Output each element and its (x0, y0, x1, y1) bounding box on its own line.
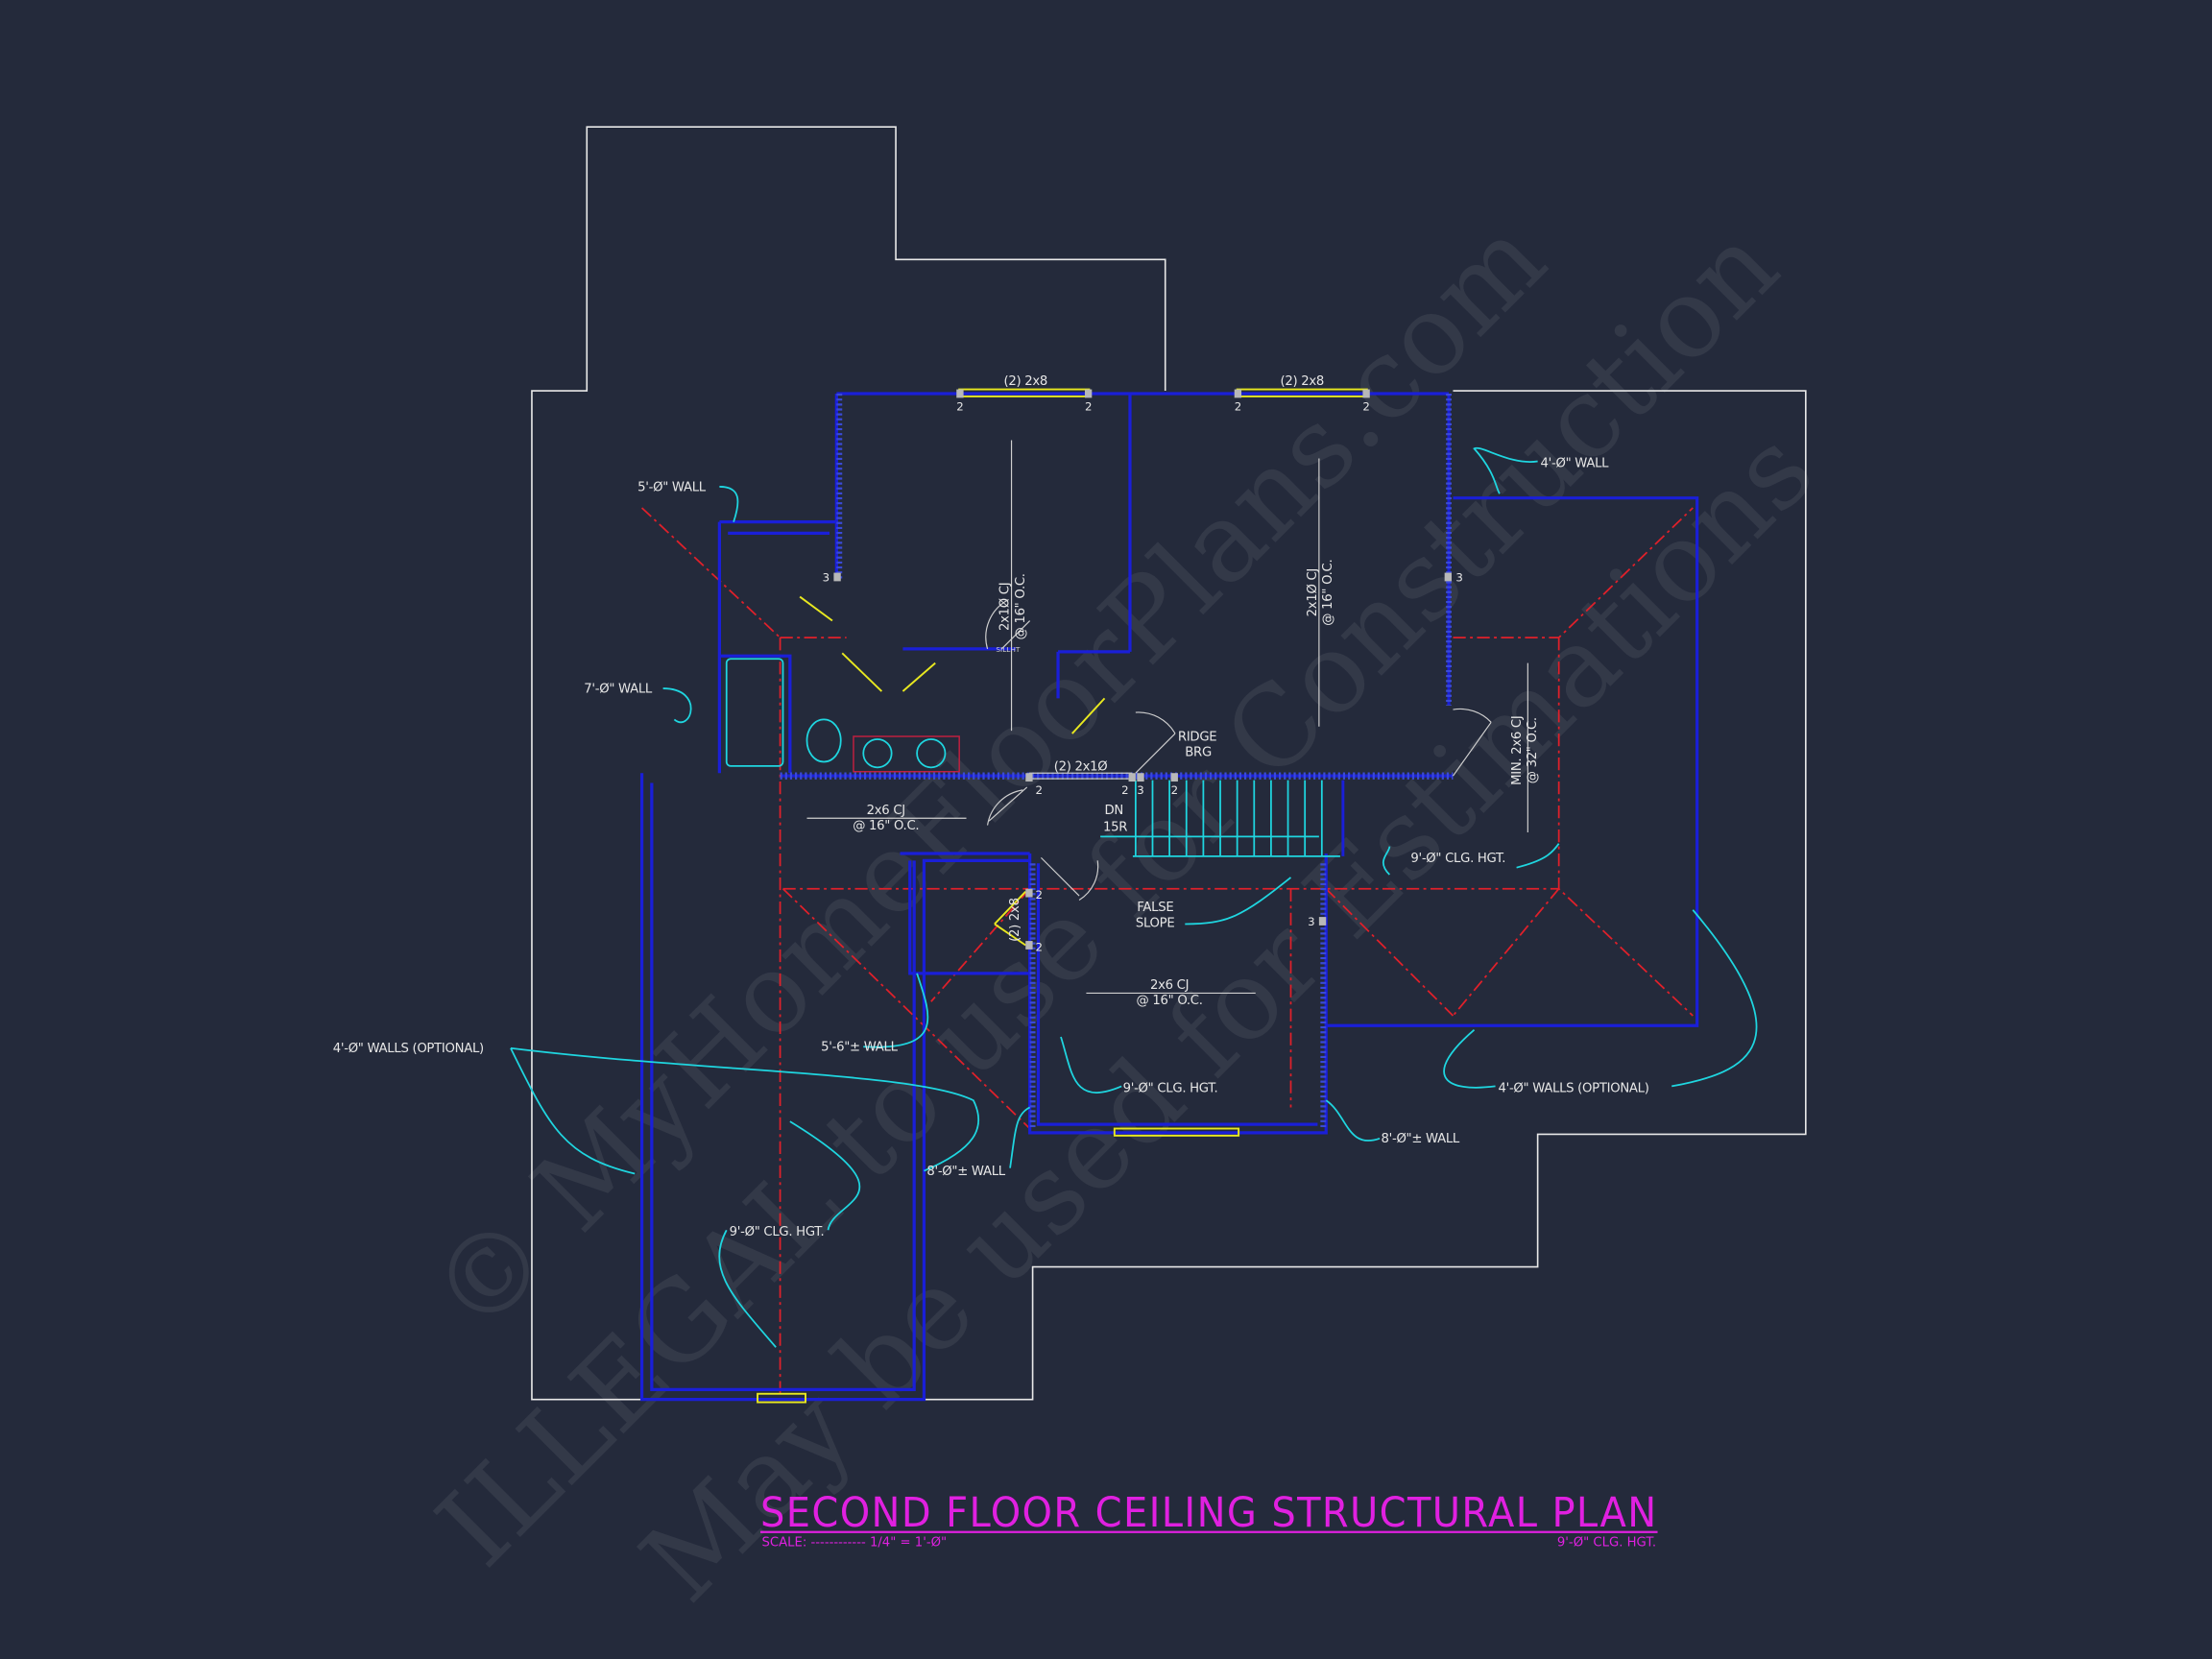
label-false-1: FALSE (1137, 901, 1173, 915)
label-cj-left-1: 2x1Ø CJ (998, 583, 1013, 631)
sink-icon (862, 738, 893, 769)
post-label: 2 (1036, 888, 1043, 902)
post-label: 2 (1235, 400, 1241, 414)
walls (639, 392, 1699, 1402)
post-label: 3 (1137, 783, 1143, 797)
post-label: 2 (1036, 940, 1043, 953)
post-label: 2 (1171, 783, 1178, 797)
label-wall-8-left: 8'-Ø"± WALL (926, 1165, 1005, 1179)
label-cj-right-2: @ 16" O.C. (1321, 560, 1335, 626)
label-ridge-2: BRG (1185, 746, 1212, 760)
ridge-lines (640, 507, 1694, 1397)
post-label: 2 (1121, 783, 1128, 797)
post-label: 2 (1085, 400, 1092, 414)
label-sill-height: SILLHT (996, 645, 1020, 654)
label-clg-left: 9'-Ø" CLG. HGT. (730, 1225, 825, 1239)
bath-fixtures (725, 658, 960, 773)
label-walls-optional-left: 4'-Ø" WALLS (OPTIONAL) (333, 1042, 484, 1056)
bathtub-icon (725, 658, 784, 767)
post-label: 3 (1308, 915, 1314, 928)
post-labels: 2 2 2 2 3 3 2 2 3 2 2 2 3 (823, 400, 1463, 954)
label-cj-center-1: 2x6 CJ (1150, 978, 1189, 993)
annotations: (2) 2x8 (2) 2x8 5'-Ø" WALL 4'-Ø" WALL 7'… (333, 374, 1649, 1239)
label-beam-mid: (2) 2x1Ø (1054, 759, 1108, 774)
joist-direction-arrows (806, 440, 1528, 995)
label-false-2: SLOPE (1136, 916, 1175, 930)
label-cj-min-2: @ 32" O.C. (1526, 717, 1540, 783)
label-wall-5-6: 5'-6"± WALL (821, 1041, 898, 1055)
label-cj-min-1: MIN. 2x6 CJ (1510, 716, 1525, 785)
post-label: 3 (1455, 570, 1462, 584)
label-wall-5ft: 5'-Ø" WALL (637, 480, 707, 494)
label-cj-left-2: @ 16" O.C. (1014, 573, 1028, 639)
label-beam-top-left: (2) 2x8 (1003, 374, 1047, 389)
label-cj-hall-1: 2x6 CJ (867, 804, 905, 818)
label-wall-7ft: 7'-Ø" WALL (584, 682, 653, 696)
doors (985, 598, 1492, 901)
label-cj-right-1: 2x1Ø CJ (1306, 568, 1320, 616)
post-label: 3 (823, 570, 830, 584)
posts (833, 389, 1452, 950)
post-label: 2 (956, 400, 963, 414)
sink-icon (916, 738, 947, 769)
title-block: SECOND FLOOR CEILING STRUCTURAL PLAN SCA… (760, 1489, 1658, 1550)
post-label: 2 (1362, 400, 1369, 414)
roof-outline (531, 126, 1807, 1401)
post-label: 2 (1036, 783, 1043, 797)
label-wall-4ft: 4'-Ø" WALL (1541, 456, 1610, 470)
label-clg-right: 9'-Ø" CLG. HGT. (1410, 852, 1505, 866)
label-beam-top-right: (2) 2x8 (1280, 374, 1324, 389)
label-cj-center-2: @ 16" O.C. (1137, 994, 1203, 1008)
ceiling-height-note: 9'-Ø" CLG. HGT. (1557, 1535, 1656, 1550)
label-cj-hall-2: @ 16" O.C. (853, 819, 919, 833)
label-ridge-1: RIDGE (1178, 730, 1216, 744)
label-beam-vertical: (2) 2x8 (1008, 898, 1022, 942)
label-stair-risers: 15R (1103, 820, 1127, 834)
label-wall-8-right: 8'-Ø"± WALL (1382, 1132, 1460, 1146)
label-stair-down: DN (1105, 804, 1123, 818)
toilet-icon (805, 718, 842, 763)
drawing-title: SECOND FLOOR CEILING STRUCTURAL PLAN (760, 1489, 1658, 1537)
label-clg-center: 9'-Ø" CLG. HGT. (1123, 1081, 1218, 1095)
scale-label: SCALE: ------------ 1/4" = 1'-Ø" (761, 1535, 947, 1550)
label-walls-optional-right: 4'-Ø" WALLS (OPTIONAL) (1498, 1081, 1648, 1095)
leader-lines (510, 446, 1758, 1348)
stairs (1100, 780, 1345, 857)
